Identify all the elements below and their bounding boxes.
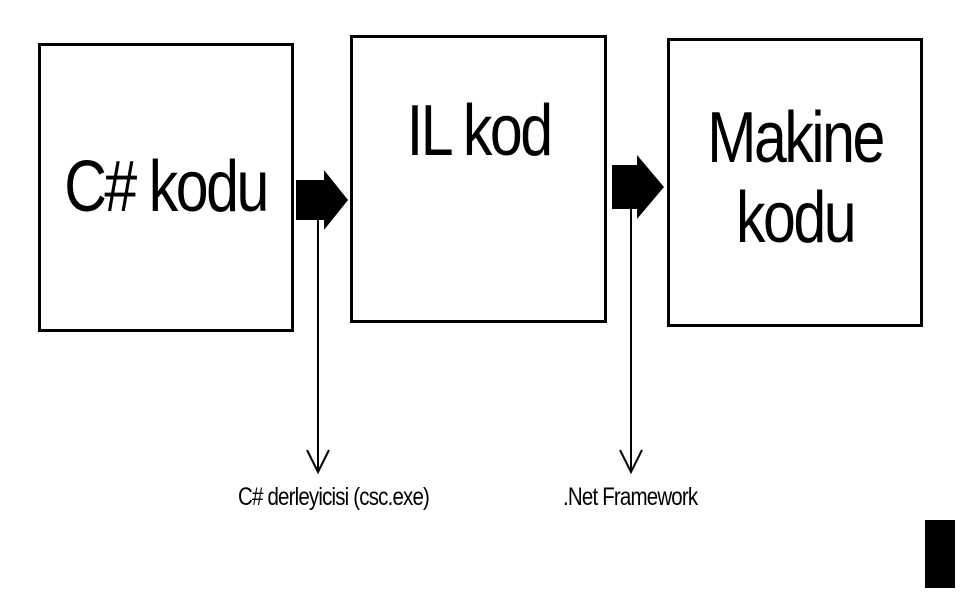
source-code-box: C# kodu (38, 43, 294, 332)
block-arrow-compile (296, 170, 348, 230)
compiler-label: C# derleyicisi (csc.exe) (238, 483, 430, 511)
il-code-box: IL kod (350, 35, 607, 323)
framework-label: .Net Framework (563, 483, 698, 511)
pointer-arrow-compiler (306, 215, 330, 475)
machine-code-box: Makine kodu (667, 38, 923, 327)
machine-code-label: Makine kodu (707, 98, 885, 258)
il-code-label: IL kod (406, 91, 553, 172)
source-code-label: C# kodu (64, 146, 270, 227)
corner-block (925, 520, 955, 588)
pointer-arrow-framework (619, 205, 643, 475)
block-arrow-jit (612, 155, 664, 219)
